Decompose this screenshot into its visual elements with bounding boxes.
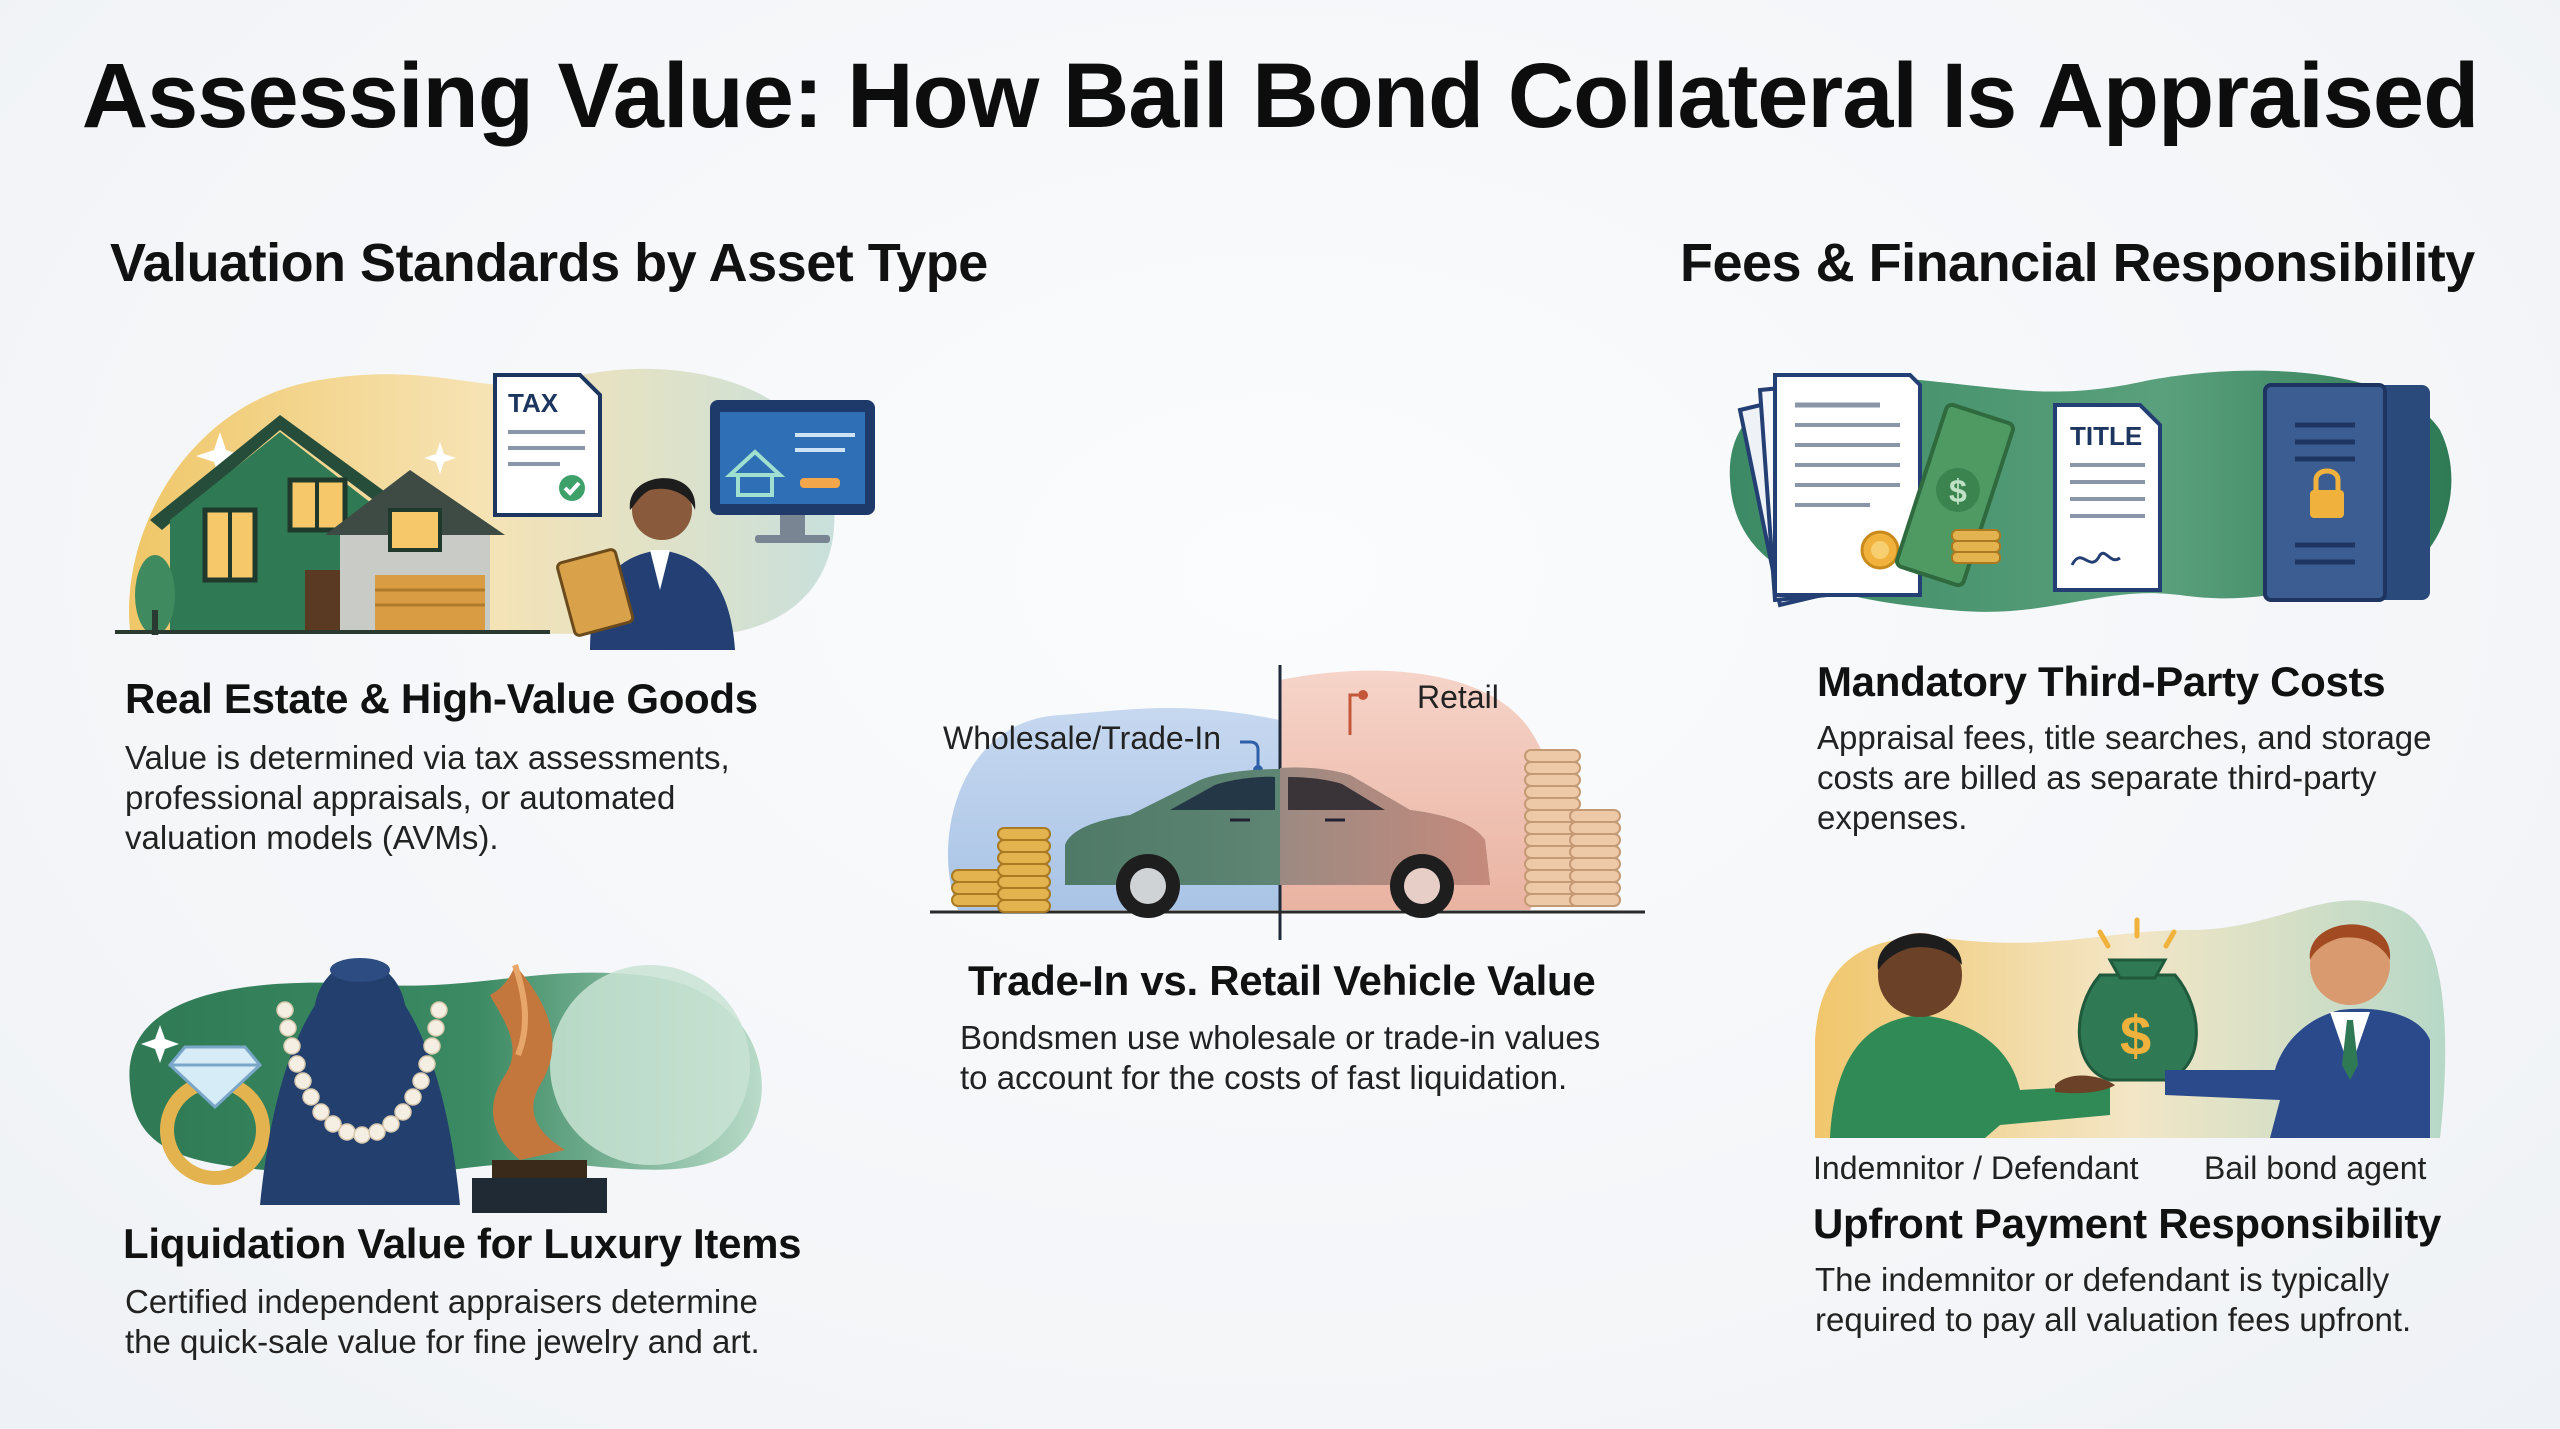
indemnitor-icon (1830, 933, 2115, 1138)
real-estate-line: valuation models (AVMs). (125, 819, 499, 856)
documents-icon (1737, 373, 1922, 608)
real-estate-illustration: TAX (115, 368, 875, 650)
indemnitor-label: Indemnitor / Defendant (1813, 1150, 2139, 1186)
vehicle-text: Bondsmen use wholesale or trade-in value… (960, 1018, 1600, 1098)
vehicle-line: Bondsmen use wholesale or trade-in value… (960, 1019, 1601, 1056)
title-document-icon: TITLE (2053, 403, 2162, 592)
sculpture-icon (472, 964, 607, 1213)
svg-text:$: $ (1949, 473, 1967, 509)
third-party-line: expenses. (1817, 799, 1968, 836)
safe-icon (2263, 383, 2430, 602)
luxury-text: Certified independent appraisers determi… (125, 1282, 760, 1362)
pearl-necklace-icon (260, 958, 460, 1205)
agent-icon (2165, 924, 2430, 1138)
left-section-heading: Valuation Standards by Asset Type (110, 233, 988, 293)
agent-label: Bail bond agent (2204, 1150, 2427, 1186)
right-section-heading: Fees & Financial Responsibility (1680, 233, 2475, 293)
avm-monitor-icon (710, 400, 875, 543)
real-estate-heading: Real Estate & High-Value Goods (125, 675, 758, 722)
money-bag-icon: $ (2077, 917, 2198, 1082)
vehicle-line: to account for the costs of fast liquida… (960, 1059, 1568, 1096)
vehicle-illustration (930, 665, 1645, 940)
svg-text:$: $ (2120, 1004, 2151, 1067)
title-doc-label: TITLE (2070, 421, 2142, 451)
tax-document-icon: TAX (493, 373, 602, 517)
upfront-text: The indemnitor or defendant is typically… (1815, 1260, 2411, 1340)
luxury-illustration (129, 958, 762, 1213)
wholesale-label: Wholesale/Trade-In (943, 720, 1222, 756)
page-title: Assessing Value: How Bail Bond Collatera… (81, 45, 2480, 147)
house-icon (115, 415, 550, 635)
third-party-line: Appraisal fees, title searches, and stor… (1817, 719, 2432, 756)
real-estate-line: professional appraisals, or automated (125, 779, 676, 816)
tax-doc-label: TAX (508, 388, 559, 418)
coin-stack-icon (951, 827, 1051, 913)
cash-icon: $ (1895, 402, 2015, 588)
third-party-heading: Mandatory Third-Party Costs (1817, 658, 2386, 705)
sparkle-icon (141, 1025, 179, 1063)
luxury-heading: Liquidation Value for Luxury Items (123, 1220, 802, 1267)
diamond-ring-icon (160, 1045, 270, 1185)
pearl-strand (276, 1001, 448, 1144)
retail-label: Retail (1417, 679, 1499, 715)
third-party-text: Appraisal fees, title searches, and stor… (1817, 718, 2432, 838)
third-party-line: costs are billed as separate third-party (1817, 759, 2377, 796)
real-estate-line: Value is determined via tax assessments, (125, 739, 730, 776)
upfront-line: The indemnitor or defendant is typically (1815, 1261, 2390, 1298)
upfront-line: required to pay all valuation fees upfro… (1815, 1301, 2412, 1338)
appraiser-icon (556, 478, 735, 650)
upfront-payment-illustration: $ (1815, 900, 2446, 1138)
upfront-heading: Upfront Payment Responsibility (1813, 1200, 2442, 1247)
luxury-line: the quick-sale value for fine jewelry an… (125, 1323, 760, 1360)
coin-stack-icon (1524, 749, 1621, 907)
real-estate-text: Value is determined via tax assessments,… (125, 738, 730, 858)
vehicle-heading: Trade-In vs. Retail Vehicle Value (968, 957, 1596, 1004)
luxury-line: Certified independent appraisers determi… (125, 1283, 758, 1320)
sparkle-icon (196, 432, 456, 480)
third-party-illustration: $ TITLE (1729, 370, 2452, 612)
car-icon (1065, 767, 1490, 918)
